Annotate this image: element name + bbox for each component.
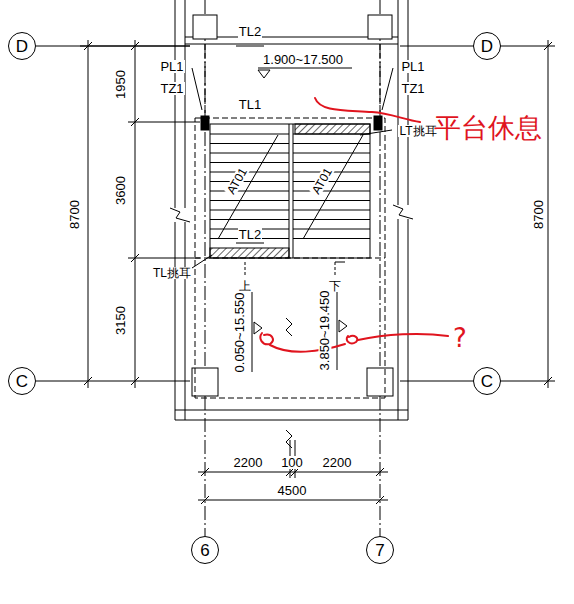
column-label: TZ1 [159,82,184,95]
dimension: 3600 [113,175,126,206]
level-label: 1.900~17.500 [262,53,344,66]
plate-label: PL1 [159,60,184,73]
stair-tread [210,162,289,163]
stair-tread [210,172,289,173]
axis-bubble: C [473,367,501,395]
axis-label: D [481,38,493,55]
stair-tread [210,153,289,154]
stair-tread [210,210,289,211]
dimension: 1950 [113,69,126,100]
stair-tread [293,238,370,239]
axis-label: 6 [200,542,209,559]
stair-tread [210,143,289,144]
dimension: 2200 [233,456,264,469]
axis-label: C [481,373,493,390]
handwritten-note: ? [452,325,468,351]
beam-label: TL2 [238,228,262,241]
stair-tread [293,191,370,192]
dimension: 8700 [67,199,80,230]
dimension: 100 [280,456,304,469]
stair-tread [293,162,370,163]
stair-tread [293,181,370,182]
beam-label: TL1 [238,98,262,111]
beam-label: TL2 [238,25,262,38]
axis-bubble: 7 [366,536,394,564]
dimension: 3150 [113,305,126,336]
stair-tread [293,200,370,201]
stair-tread [210,191,289,192]
stair-tread [210,200,289,201]
stair-tread [293,219,370,220]
handwritten-note: 平台休息 [433,114,543,141]
stair-tread [210,219,289,220]
axis-label: 7 [375,542,384,559]
beam-label: LT挑耳 [398,125,437,137]
axis-bubble: D [473,32,501,60]
stair-tread [210,181,289,182]
column-label: TZ1 [400,82,425,95]
dimension: 4500 [277,484,308,497]
plate-label: PL1 [400,60,425,73]
axis-label: D [16,38,28,55]
direction-label: 上 [238,280,252,292]
stair-tread [293,210,370,211]
axis-label: C [16,373,28,390]
stair-tread [293,229,370,230]
stair-tread [293,153,370,154]
beam-label: TL挑耳 [152,267,192,279]
level-label: 3.850~19.450 [318,289,331,371]
dimension: 8700 [531,199,544,230]
level-label: 0.050~15.550 [233,291,246,373]
stair-tread [210,134,289,135]
axis-bubble: D [8,32,36,60]
axis-bubble: C [8,367,36,395]
axis-bubble: 6 [191,536,219,564]
dimension: 2200 [322,456,353,469]
